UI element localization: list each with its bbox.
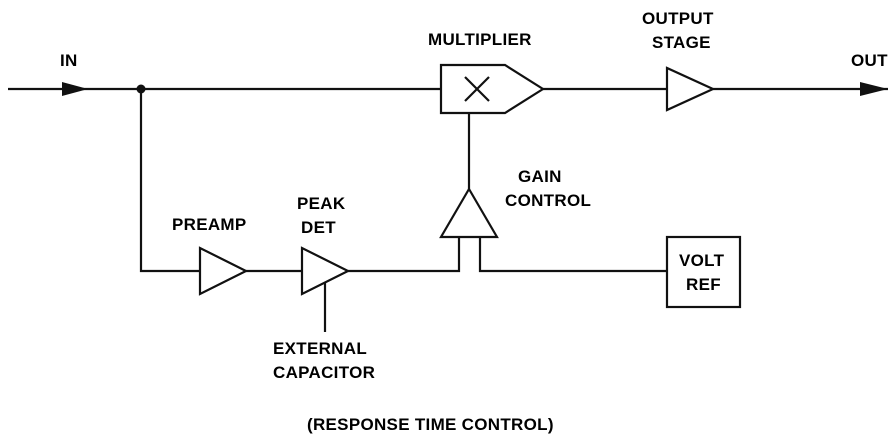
out-label: OUT	[851, 51, 888, 70]
response-time-control-label: (RESPONSE TIME CONTROL)	[307, 415, 554, 434]
volt-ref-block	[665, 235, 742, 309]
preamp-label: PREAMP	[172, 215, 247, 234]
in-label: IN	[60, 51, 78, 70]
volt-ref-label-line2: REF	[686, 275, 721, 294]
peak-det-label-line1: PEAK	[297, 194, 346, 213]
peak-det-output-wire	[348, 237, 461, 273]
multiplier-label: MULTIPLIER	[428, 30, 532, 49]
branch-wire	[139, 89, 200, 273]
peak-det-amplifier	[300, 246, 351, 296]
output-stage-label-line2: STAGE	[652, 33, 711, 52]
gain-control-amplifier	[439, 186, 499, 239]
output-stage-amplifier	[665, 66, 716, 112]
output-arrow	[860, 82, 888, 96]
input-arrow	[62, 82, 88, 96]
preamp-amplifier	[198, 246, 249, 296]
output-stage-label-line1: OUTPUT	[642, 9, 714, 28]
gain-control-label-line2: CONTROL	[505, 191, 591, 210]
volt-ref-label-line1: VOLT	[679, 251, 725, 270]
external-capacitor-label-line2: CAPACITOR	[273, 363, 375, 382]
volt-ref-wire	[478, 237, 667, 273]
peak-det-label-line2: DET	[301, 218, 336, 237]
multiplier-block	[439, 63, 546, 115]
gain-control-label-line1: GAIN	[518, 167, 562, 186]
multiply-icon	[464, 76, 490, 102]
external-capacitor-label-line1: EXTERNAL	[273, 339, 367, 358]
